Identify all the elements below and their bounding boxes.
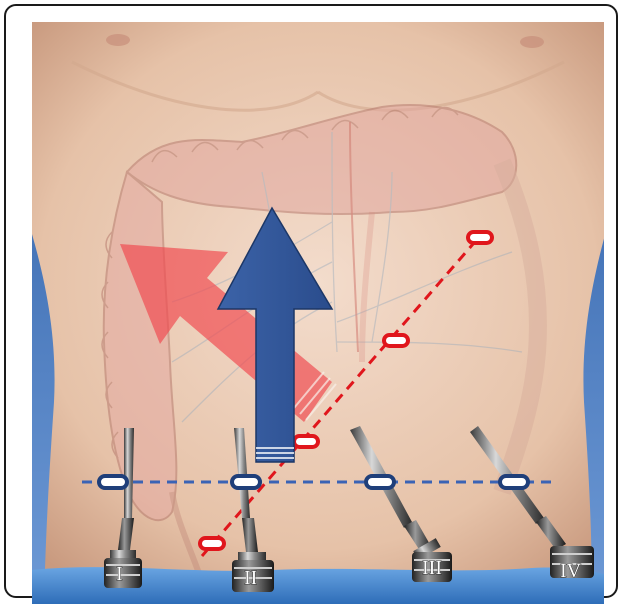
port-marker-icon xyxy=(99,476,127,488)
laparoscopy-figure: I II III IV xyxy=(32,22,604,604)
nipple-right xyxy=(520,36,544,48)
port-label-2: II xyxy=(244,567,257,589)
port-marker-icon xyxy=(294,436,318,447)
port-marker-icon xyxy=(366,476,394,488)
nipple-left xyxy=(106,34,130,46)
port-marker-icon xyxy=(232,476,260,488)
port-marker-icon xyxy=(384,335,408,346)
port-label-1: I xyxy=(116,563,123,585)
port-label-4: IV xyxy=(560,560,582,582)
port-marker-icon xyxy=(200,538,224,549)
port-marker-icon xyxy=(500,476,528,488)
port-label-3: III xyxy=(422,557,442,579)
port-marker-icon xyxy=(468,232,492,243)
